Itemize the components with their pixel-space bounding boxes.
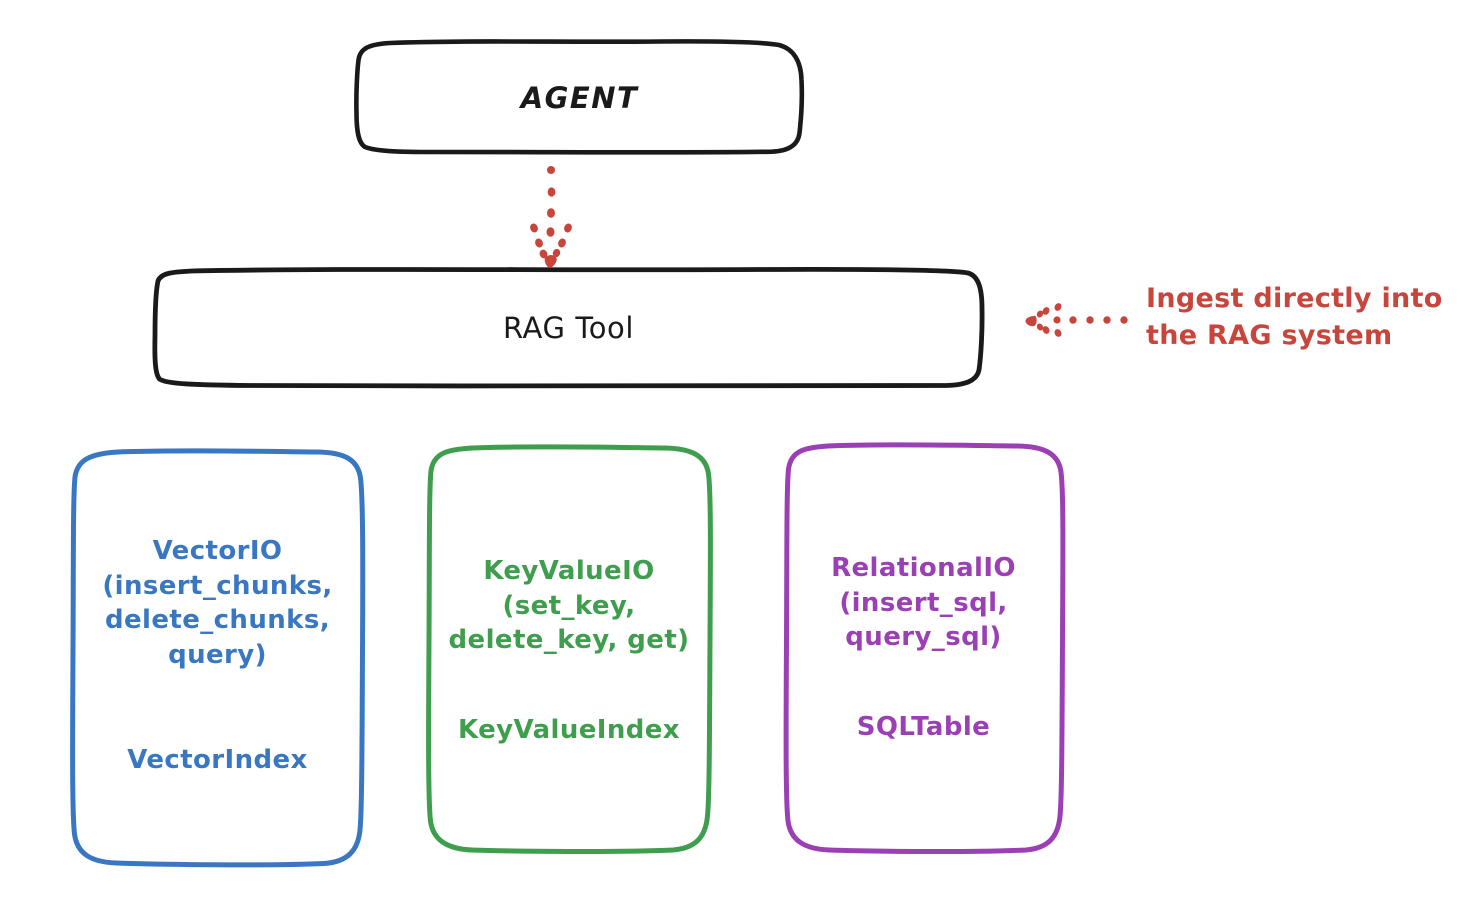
edge-agent-to-rag-tool: [530, 166, 572, 268]
node-key-value-io[interactable]: [426, 444, 713, 855]
relational-io-box-outline: [783, 442, 1066, 855]
node-agent[interactable]: [354, 39, 805, 155]
rag-tool-box-outline: [152, 266, 985, 389]
vector-io-box-outline: [70, 448, 366, 868]
key-value-io-box-outline: [426, 444, 713, 855]
agent-box-outline: [354, 39, 805, 155]
edge-ingest-arrow: [1025, 303, 1128, 337]
node-relational-io[interactable]: [783, 442, 1066, 855]
node-vector-io[interactable]: [70, 448, 366, 868]
ingest-annotation: Ingest directly into the RAG system: [1146, 283, 1443, 351]
node-rag-tool[interactable]: [152, 266, 985, 389]
